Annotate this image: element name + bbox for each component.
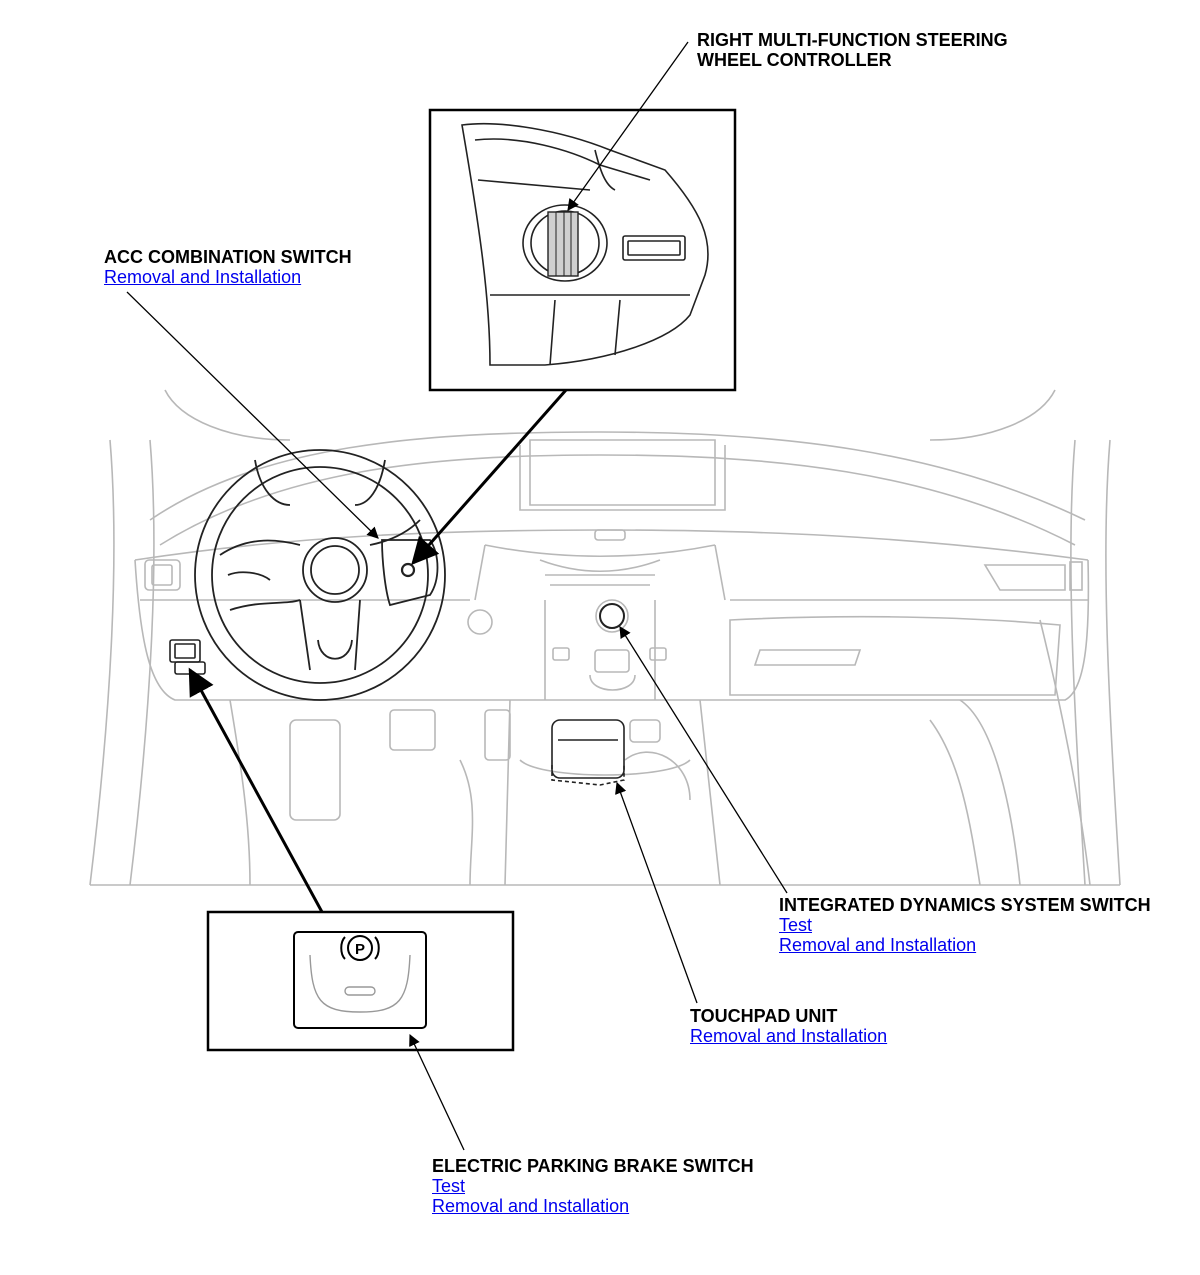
parking-brake-test-link[interactable]: Test — [432, 1176, 466, 1196]
interior-line-art — [89, 389, 1121, 886]
callout-right-controller: RIGHT MULTI-FUNCTION STEERING WHEEL CONT… — [697, 30, 1008, 70]
callout-ids-switch: INTEGRATED DYNAMICS SYSTEM SWITCH Test R… — [779, 895, 1151, 955]
ids-switch-title: INTEGRATED DYNAMICS SYSTEM SWITCH — [779, 895, 1151, 915]
leader-right-controller — [567, 41, 689, 211]
ids-switch-removal-link[interactable]: Removal and Installation — [779, 935, 977, 955]
leader-lines — [126, 41, 788, 1151]
right-controller-title-line2: WHEEL CONTROLLER — [697, 50, 892, 70]
parking-brake-removal-link[interactable]: Removal and Installation — [432, 1196, 630, 1216]
steering-wheel — [194, 449, 446, 701]
leader-ids-switch — [619, 626, 788, 894]
parking-brake-switch-small — [169, 639, 206, 675]
parking-brake-inset — [206, 910, 515, 1052]
ids-switch-test-link[interactable]: Test — [779, 915, 813, 935]
acc-switch-title: ACC COMBINATION SWITCH — [104, 247, 352, 267]
parking-brake-title: ELECTRIC PARKING BRAKE SWITCH — [432, 1156, 754, 1176]
callout-acc-switch: ACC COMBINATION SWITCH Removal and Insta… — [104, 247, 352, 287]
acc-switch-removal-link[interactable]: Removal and Installation — [104, 267, 302, 287]
parking-brake-icon — [347, 935, 373, 961]
callout-touchpad: TOUCHPAD UNIT Removal and Installation — [690, 1006, 887, 1046]
callout-parking-brake: ELECTRIC PARKING BRAKE SWITCH Test Remov… — [432, 1156, 754, 1216]
leader-acc-switch — [126, 291, 379, 539]
leader-parking-brake — [409, 1033, 465, 1151]
ids-switch-dial — [599, 603, 625, 629]
parking-symbol-letter: P — [355, 941, 365, 958]
leader-brake-inset-to-switch — [188, 667, 324, 913]
right-controller-title-line1: RIGHT MULTI-FUNCTION STEERING — [697, 30, 1008, 50]
touchpad-unit-outline — [551, 719, 625, 786]
touchpad-removal-link[interactable]: Removal and Installation — [690, 1026, 888, 1046]
controller-inset — [428, 108, 737, 392]
touchpad-title: TOUCHPAD UNIT — [690, 1006, 838, 1026]
leader-touchpad — [615, 781, 698, 1004]
leader-inset-to-wheel — [411, 389, 568, 566]
